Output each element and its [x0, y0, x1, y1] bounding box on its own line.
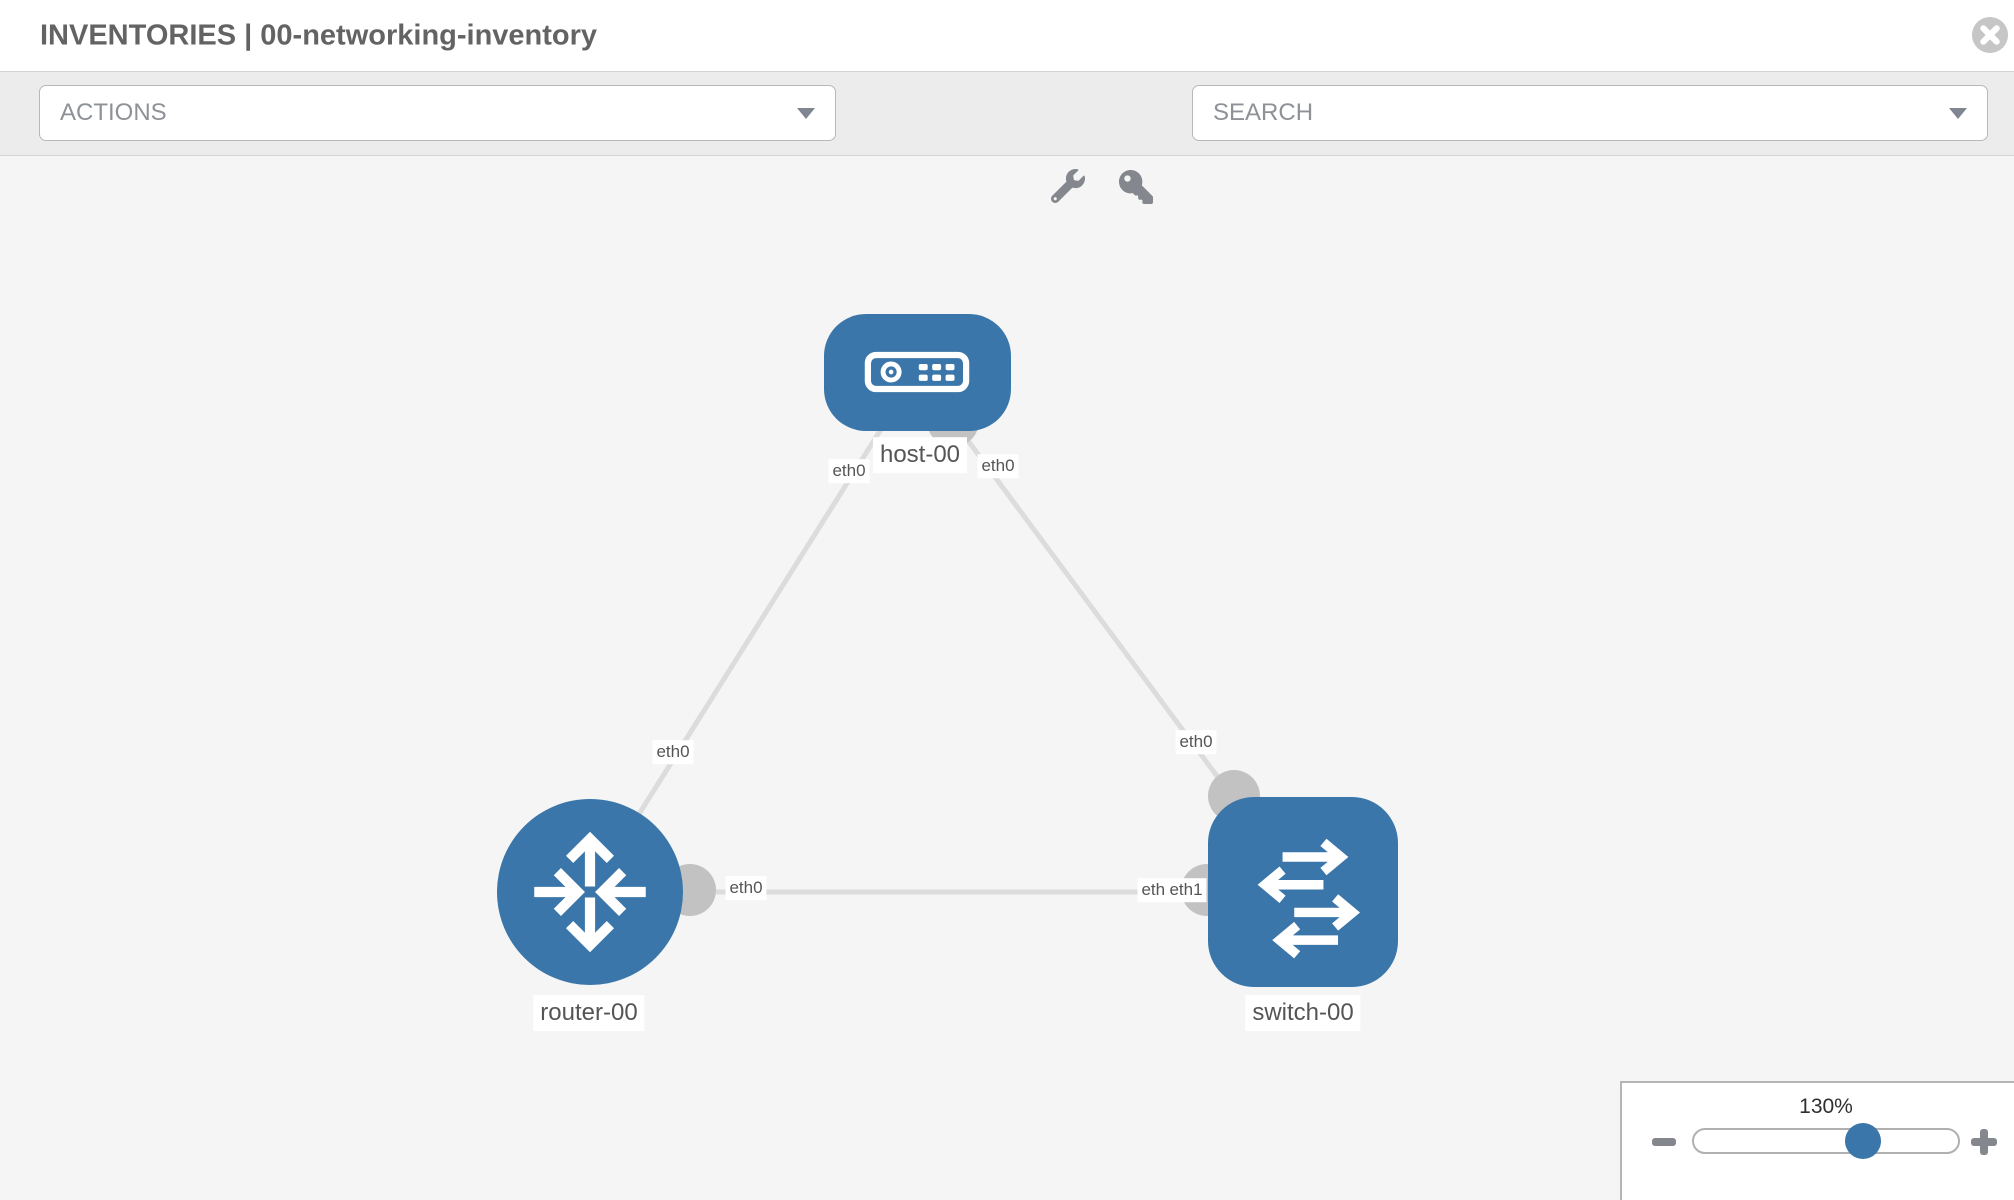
node-label-router-00: router-00	[533, 995, 645, 1031]
switch-arrows-icon	[1257, 838, 1361, 959]
interface-label-eth1: eth1	[1165, 878, 1207, 902]
node-label-switch-00: switch-00	[1245, 995, 1361, 1031]
node-label-host-00: host-00	[872, 437, 968, 473]
zoom-slider-track[interactable]	[1692, 1123, 1960, 1159]
chevron-down-icon	[1949, 107, 1967, 119]
node-host-00[interactable]	[823, 313, 1011, 431]
router-arrows-icon	[534, 831, 646, 953]
zoom-control-panel: 130%	[1620, 1081, 2014, 1200]
interface-label-eth0: eth0	[725, 876, 767, 900]
close-button[interactable]	[1971, 16, 2009, 54]
zoom-out-button[interactable]	[1649, 1127, 1679, 1157]
page-title: INVENTORIES | 00-networking-inventory	[40, 19, 598, 51]
zoom-slider-thumb[interactable]	[1844, 1123, 1881, 1159]
link-host-00-router-00[interactable]	[587, 370, 920, 894]
interface-label-eth0: eth0	[828, 459, 870, 483]
key-icon	[1119, 170, 1153, 204]
zoom-out-icon	[1652, 1138, 1676, 1146]
actions-dropdown[interactable]: ACTIONS	[39, 85, 836, 141]
search-dropdown-label: SEARCH	[1213, 99, 1314, 126]
wrench-button[interactable]	[1051, 169, 1085, 203]
host-server-icon	[864, 351, 970, 393]
search-dropdown[interactable]: SEARCH	[1192, 85, 1988, 141]
node-switch-00[interactable]	[1208, 797, 1398, 987]
zoom-in-button[interactable]	[1969, 1127, 1999, 1157]
toolbar: ACTIONS SEARCH	[0, 72, 2014, 204]
zoom-level-readout: 130%	[1799, 1095, 1853, 1118]
chevron-down-icon	[797, 107, 815, 119]
wrench-icon	[1051, 169, 1085, 203]
actions-dropdown-label: ACTIONS	[60, 99, 167, 126]
interface-label-eth0: eth0	[652, 740, 694, 764]
node-router-00[interactable]	[497, 799, 683, 985]
close-circle-icon	[1971, 16, 2009, 54]
header: INVENTORIES | 00-networking-inventory	[0, 0, 2014, 72]
key-button[interactable]	[1119, 170, 1153, 204]
interface-label-eth0: eth0	[1175, 730, 1217, 754]
interface-label-eth0: eth0	[977, 454, 1019, 478]
zoom-in-icon	[1971, 1129, 1997, 1155]
